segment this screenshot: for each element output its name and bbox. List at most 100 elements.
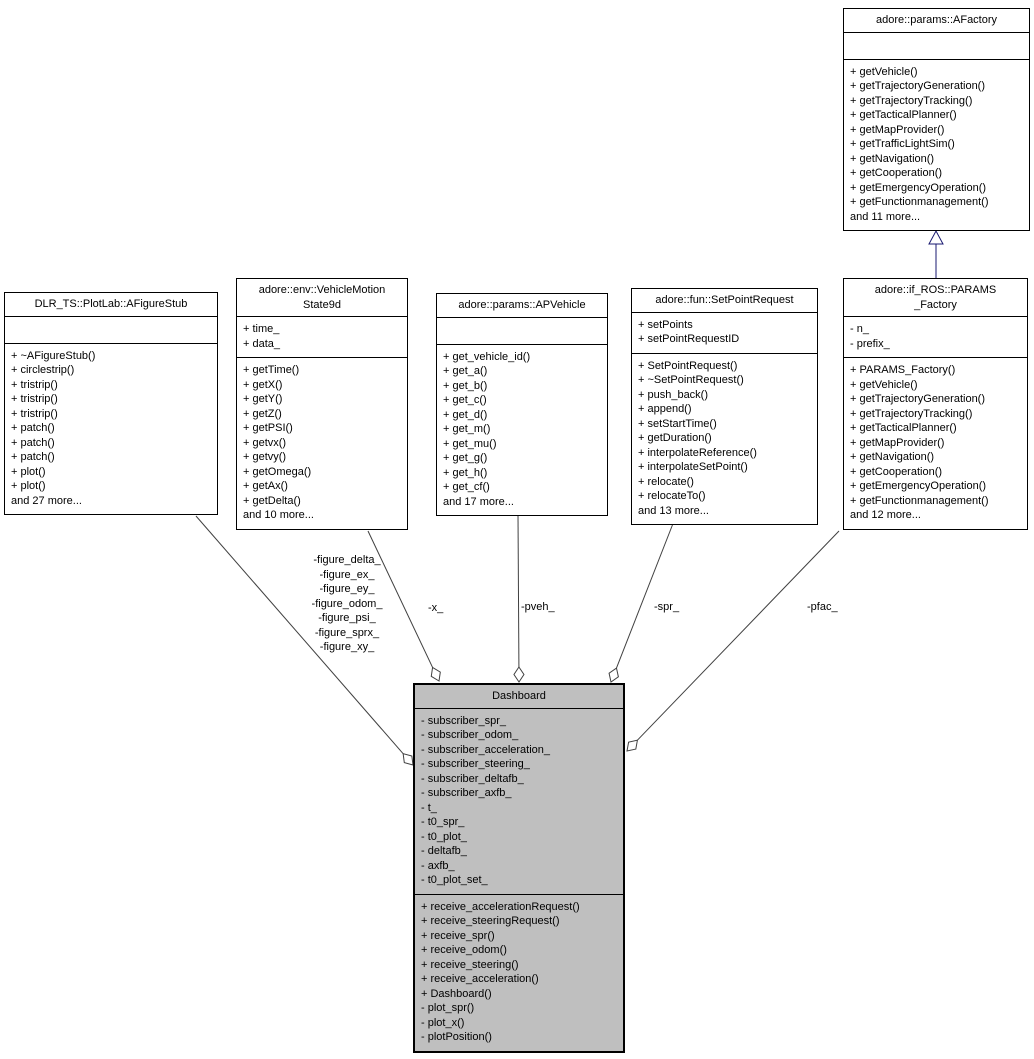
member-line: + getZ(): [243, 407, 282, 420]
member-line: + get_vehicle_id(): [443, 350, 531, 363]
member-line: + get_mu(): [443, 437, 497, 450]
member-line: + getNavigation(): [850, 451, 935, 463]
class-title: adore::fun::SetPointRequest: [632, 289, 817, 313]
member-line: + getTrajectoryTracking(): [850, 407, 973, 420]
class-title-line: _Factory: [914, 298, 957, 311]
aggregation-diamond-icon: [513, 666, 525, 683]
member-line: + setStartTime(): [638, 417, 717, 430]
edge-label-pfac: -pfac_: [807, 601, 838, 613]
member-line: + plot(): [11, 465, 46, 478]
edge-label-line: -figure_psi_: [318, 612, 376, 624]
member-line: + PARAMS_Factory(): [850, 364, 956, 376]
edge-label-line: -figure_xy_: [319, 641, 375, 653]
member-line: - plotPosition(): [421, 1031, 492, 1043]
member-line: + getVehicle(): [850, 378, 918, 391]
member-line: + getOmega(): [243, 465, 312, 478]
aggregation-edge: [195, 515, 404, 755]
member-line: + get_cf(): [443, 481, 490, 493]
member-line: + get_b(): [443, 379, 488, 392]
class-box-adore-fun-setpointrequest[interactable]: adore::fun::SetPointRequest + setPoints+…: [631, 288, 818, 525]
member-line: + getAx(): [243, 480, 288, 492]
member-line: + getvy(): [243, 451, 287, 463]
member-line: + interpolateSetPoint(): [638, 461, 748, 473]
member-line: + getDuration(): [638, 432, 712, 444]
member-line: + tristrip(): [11, 378, 58, 391]
aggregation-diamond-icon: [608, 667, 619, 683]
edge-label-figure-members: -figure_delta_-figure_ex_-figure_ey_-fig…: [282, 553, 412, 655]
member-line: + getVehicle(): [850, 65, 918, 78]
class-attributes: + setPoints + setPointRequestID: [632, 313, 817, 354]
class-title: DLR_TS::PlotLab::AFigureStub: [5, 293, 217, 317]
member-line: + get_c(): [443, 394, 487, 406]
class-attributes: [437, 318, 607, 345]
member-line: + patch(): [11, 436, 55, 449]
member-line: - t0_plot_set_: [421, 874, 488, 886]
member-line: + receive_steering(): [421, 958, 519, 971]
inheritance-arrow-icon: [928, 229, 944, 245]
class-methods: + SetPointRequest() + ~SetPointRequest() +…: [632, 354, 817, 525]
aggregation-diamond-icon: [430, 666, 441, 682]
class-methods: + PARAMS_Factory() + getVehicle() + getTra…: [844, 358, 1027, 529]
member-line: + patch(): [11, 422, 55, 434]
member-line: and 17 more...: [443, 495, 514, 508]
member-line: + getPSI(): [243, 422, 293, 434]
member-line: + getCooperation(): [850, 167, 943, 179]
class-title-line: DLR_TS::PlotLab::AFigureStub: [34, 298, 188, 310]
member-line: - t0_plot_: [421, 830, 467, 843]
class-methods: + receive_accelerationRequest() + receive…: [415, 895, 623, 1051]
member-line: + getTrajectoryGeneration(): [850, 80, 986, 92]
aggregation-diamond-icon: [626, 739, 639, 752]
member-line: - subscriber_deltafb_: [421, 772, 524, 785]
member-line: + tristrip(): [11, 393, 58, 405]
class-attributes: - n_- prefix_: [844, 317, 1027, 358]
class-methods: + get_vehicle_id() + get_a() + get_b() + ge…: [437, 345, 607, 516]
class-title: adore::params::APVehicle: [437, 294, 607, 318]
aggregation-edge: [367, 530, 434, 668]
member-line: and 27 more...: [11, 494, 82, 507]
member-line: + getCooperation(): [850, 465, 943, 478]
member-line: + get_a(): [443, 365, 488, 377]
member-line: + getMapProvider(): [850, 123, 945, 136]
member-line: + interpolateReference(): [638, 446, 757, 459]
member-line: + getDelta(): [243, 494, 301, 507]
class-methods: + getVehicle() + getTrajectoryGeneration(…: [844, 60, 1029, 231]
member-line: + append(): [638, 403, 692, 415]
class-box-dlr-ts-plotlab-afigurestub[interactable]: DLR_TS::PlotLab::AFigureStub + ~AFigureS…: [4, 292, 218, 515]
edge-label-line: -figure_delta_: [313, 554, 381, 566]
member-line: + push_back(): [638, 388, 709, 401]
class-title-line: adore::params::AFactory: [875, 14, 998, 26]
member-line: + SetPointRequest(): [638, 359, 738, 372]
member-line: - t0_spr_: [421, 816, 465, 828]
member-line: + receive_acceleration(): [421, 973, 539, 985]
member-line: + getFunctionmanagement(): [850, 196, 989, 208]
class-title-line: adore::fun::SetPointRequest: [655, 294, 794, 306]
member-line: + ~SetPointRequest(): [638, 374, 744, 386]
member-line: - plot_spr(): [421, 1002, 475, 1014]
member-line: + getFunctionmanagement(): [850, 494, 989, 507]
member-line: + ~AFigureStub(): [11, 349, 96, 362]
aggregation-edge: [637, 530, 840, 741]
member-line: + receive_accelerationRequest(): [421, 900, 580, 913]
member-line: - plot_x(): [421, 1016, 465, 1029]
member-line: + getTime(): [243, 364, 300, 376]
edge-label-line: -figure_odom_: [311, 597, 383, 610]
member-line: + setPoints: [638, 318, 693, 331]
aggregation-edge: [616, 520, 675, 669]
member-line: + setPointRequestID: [638, 333, 740, 345]
member-line: - prefix_: [850, 337, 890, 350]
member-line: + get_g(): [443, 452, 488, 464]
member-line: + getTrajectoryTracking(): [850, 94, 973, 107]
member-line: + tristrip(): [11, 407, 58, 420]
class-box-adore-params-apvehicle[interactable]: adore::params::APVehicle + get_vehicle_i…: [436, 293, 608, 516]
member-line: and 10 more...: [243, 509, 314, 521]
class-methods: + ~AFigureStub()+ circlestrip()+ tristri…: [5, 344, 217, 515]
member-line: - subscriber_acceleration_: [421, 743, 551, 756]
class-box-adore-if-ros-params-factory[interactable]: adore::if_ROS::PARAMS_Factory - n_- pref…: [843, 278, 1028, 530]
edge-label-spr: -spr_: [654, 601, 680, 613]
class-box-adore-params-afactory[interactable]: adore::params::AFactory + getVehicle()+ …: [843, 8, 1030, 231]
member-line: - subscriber_axfb_: [421, 787, 512, 799]
member-line: + Dashboard(): [421, 987, 492, 1000]
